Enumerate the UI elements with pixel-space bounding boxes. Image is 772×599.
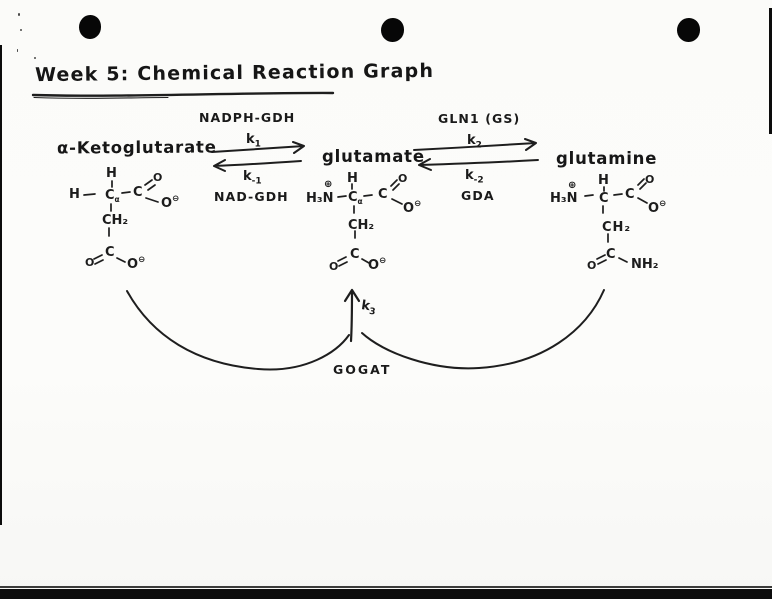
glu-o-minus: O⊖ [403, 200, 421, 215]
gln-amine-charge: ⊕ [568, 180, 577, 191]
enzyme-label-gogat: GOGAT [333, 362, 392, 377]
akg-c-bottom: C [105, 245, 115, 260]
enzyme-label-gln1-gs: GLN1 (GS) [438, 111, 521, 126]
k-1-base: k [243, 169, 252, 184]
glu-c-alpha-symbol: C [348, 190, 358, 205]
akg-o-minus-charge: ⊖ [172, 194, 180, 204]
glu-amine-charge: ⊕ [324, 179, 333, 190]
gln-o-minus-charge: ⊖ [659, 199, 667, 209]
glu-o-bottom-right-charge: ⊖ [379, 256, 387, 266]
gogat-curve-right [361, 289, 605, 370]
title-underline-stroke2 [33, 96, 169, 99]
enzyme-label-nadph-gdh: NADPH-GDH [199, 110, 296, 125]
akg-o-bottom-right-charge: ⊖ [138, 255, 146, 265]
k2-sub: 2 [475, 140, 482, 151]
gln-o-amide: O [587, 259, 597, 272]
akg-o-bottom-right: O⊖ [127, 256, 145, 271]
compound-name-alpha-ketoglutarate: α-Ketoglutarate [56, 137, 217, 158]
glu-c-carboxyl: C [378, 187, 388, 202]
glu-c-alpha-mark: α [357, 197, 363, 206]
title-underline [31, 91, 335, 97]
akg-o-minus-symbol: O [161, 196, 173, 211]
gln-o-carbonyl: O [645, 173, 655, 186]
akg-o-bottom-left: O [85, 256, 95, 269]
rate-constant-k-2: k-2 [465, 169, 484, 186]
glu-o-carbonyl: O [398, 172, 408, 185]
akg-c-alpha-mark: α [114, 195, 120, 204]
glu-o-bottom-right: O⊖ [368, 257, 386, 272]
compound-name-glutamine: glutamine [556, 149, 658, 168]
k-2-base: k [465, 168, 474, 183]
compound-name-glutamate: glutamate [322, 147, 425, 166]
k-2-sub: -2 [473, 175, 484, 186]
akg-c-carboxyl: C [133, 185, 143, 200]
glu-ch2: CH₂ [348, 218, 375, 233]
akg-h-top: H [106, 166, 117, 181]
enzyme-label-nad-gdh: NAD-GDH [214, 189, 289, 204]
page-title: Week 5: Chemical Reaction Graph [34, 59, 435, 87]
punch-hole-center [381, 18, 404, 42]
scan-speck [34, 57, 36, 59]
scan-speck [18, 13, 20, 16]
k-1-sub: -1 [251, 176, 262, 187]
gln-amine: H₃N [550, 191, 578, 206]
glu-amine: H₃N [306, 191, 334, 206]
scan-speck [17, 49, 18, 52]
glu-o-minus-charge: ⊖ [414, 199, 422, 209]
glu-o-bottom-right-symbol: O [368, 258, 380, 273]
akg-ch2: CH₂ [102, 213, 129, 228]
rate-constant-k1: k1 [246, 133, 261, 150]
scan-edge-bottom-thin [0, 586, 772, 588]
gln-c-alpha: C [599, 191, 609, 206]
gln-h-top: H [598, 173, 609, 188]
glu-h-top: H [347, 171, 358, 186]
gln-o-minus-symbol: O [648, 201, 660, 216]
gln-c-bottom: C [606, 247, 616, 262]
rate-constant-k2: k2 [467, 134, 482, 151]
scan-edge-bottom [0, 589, 772, 599]
akg-c-alpha-symbol: C [105, 188, 115, 203]
scan-edge-right [769, 8, 772, 134]
glu-o-minus-symbol: O [403, 201, 415, 216]
glu-c-alpha: Cα [348, 191, 363, 206]
akg-c-alpha: Cα [105, 189, 120, 204]
glu-c-bottom: C [350, 247, 360, 262]
scan-edge-left [0, 45, 2, 525]
akg-o-bottom-right-symbol: O [127, 257, 139, 272]
rate-constant-k-1: k-1 [243, 170, 262, 187]
akg-o-minus: O⊖ [161, 195, 179, 210]
enzyme-label-gda: GDA [461, 188, 495, 203]
gogat-curve-left [126, 290, 350, 371]
scan-speck [20, 29, 22, 31]
gogat-up-arrow [343, 288, 361, 343]
punch-hole-right [677, 18, 700, 42]
rate-constant-k3: k3 [360, 298, 377, 318]
glu-o-bottom-left: O [329, 260, 339, 273]
akg-o-carbonyl: O [153, 171, 163, 184]
gln-ch2: CH₂ [602, 220, 632, 235]
akg-h-side: H [69, 187, 80, 202]
k1-sub: 1 [254, 139, 261, 150]
k3-sub: 3 [368, 306, 377, 318]
gln-nh2: NH₂ [631, 257, 659, 272]
gln-o-minus: O⊖ [648, 200, 666, 215]
gln-c-carboxyl: C [625, 187, 635, 202]
punch-hole-left [79, 15, 101, 39]
k1-base: k [246, 132, 255, 147]
k2-base: k [467, 133, 476, 148]
